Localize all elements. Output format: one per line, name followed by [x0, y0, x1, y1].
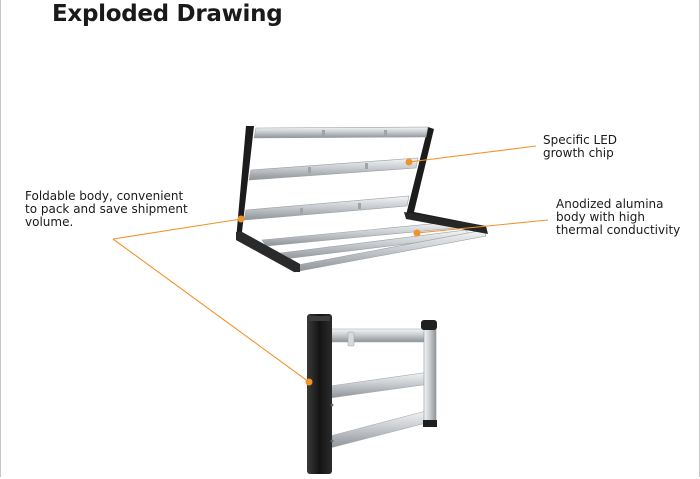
leader-line-anodized — [416, 219, 549, 234]
fixture-upper-view — [236, 126, 488, 273]
callout-line: thermal conductivity — [556, 223, 681, 237]
callout-line: to pack and save shipment — [25, 202, 188, 216]
led-bar-closeup-2 — [329, 371, 431, 399]
fixture-lower-view — [305, 314, 437, 474]
callout-foldable-body: Foldable body, convenient to pack and sa… — [25, 190, 188, 229]
leader-line-foldable-upper — [112, 218, 242, 240]
callout-anodized-body: Anodized alumina body with high thermal … — [556, 198, 680, 237]
led-bar-upright-3 — [243, 195, 410, 221]
led-bar-closeup-3 — [329, 409, 431, 449]
leader-line-foldable-lower — [112, 238, 310, 383]
callout-line: body with high — [556, 210, 645, 224]
fixture-base-rail — [236, 232, 300, 272]
callout-line: growth chip — [543, 146, 614, 160]
page-title: Exploded Drawing — [52, 1, 283, 27]
callout-line: Foldable body, convenient — [25, 189, 184, 203]
fixture-right-frame — [406, 127, 485, 233]
led-bar-upright-2 — [248, 157, 419, 181]
leader-line-led — [408, 145, 537, 163]
closeup-left-post — [307, 314, 332, 474]
callout-line: Specific LED — [543, 133, 618, 147]
callout-line: volume. — [25, 215, 74, 229]
led-bar-upright-1 — [253, 126, 429, 139]
closeup-right-post — [423, 321, 437, 427]
leader-lines — [112, 145, 549, 383]
led-bar-closeup-1 — [329, 328, 431, 343]
callout-led-chip: Specific LED growth chip — [543, 134, 617, 160]
callout-line: Anodized alumina — [556, 197, 664, 211]
